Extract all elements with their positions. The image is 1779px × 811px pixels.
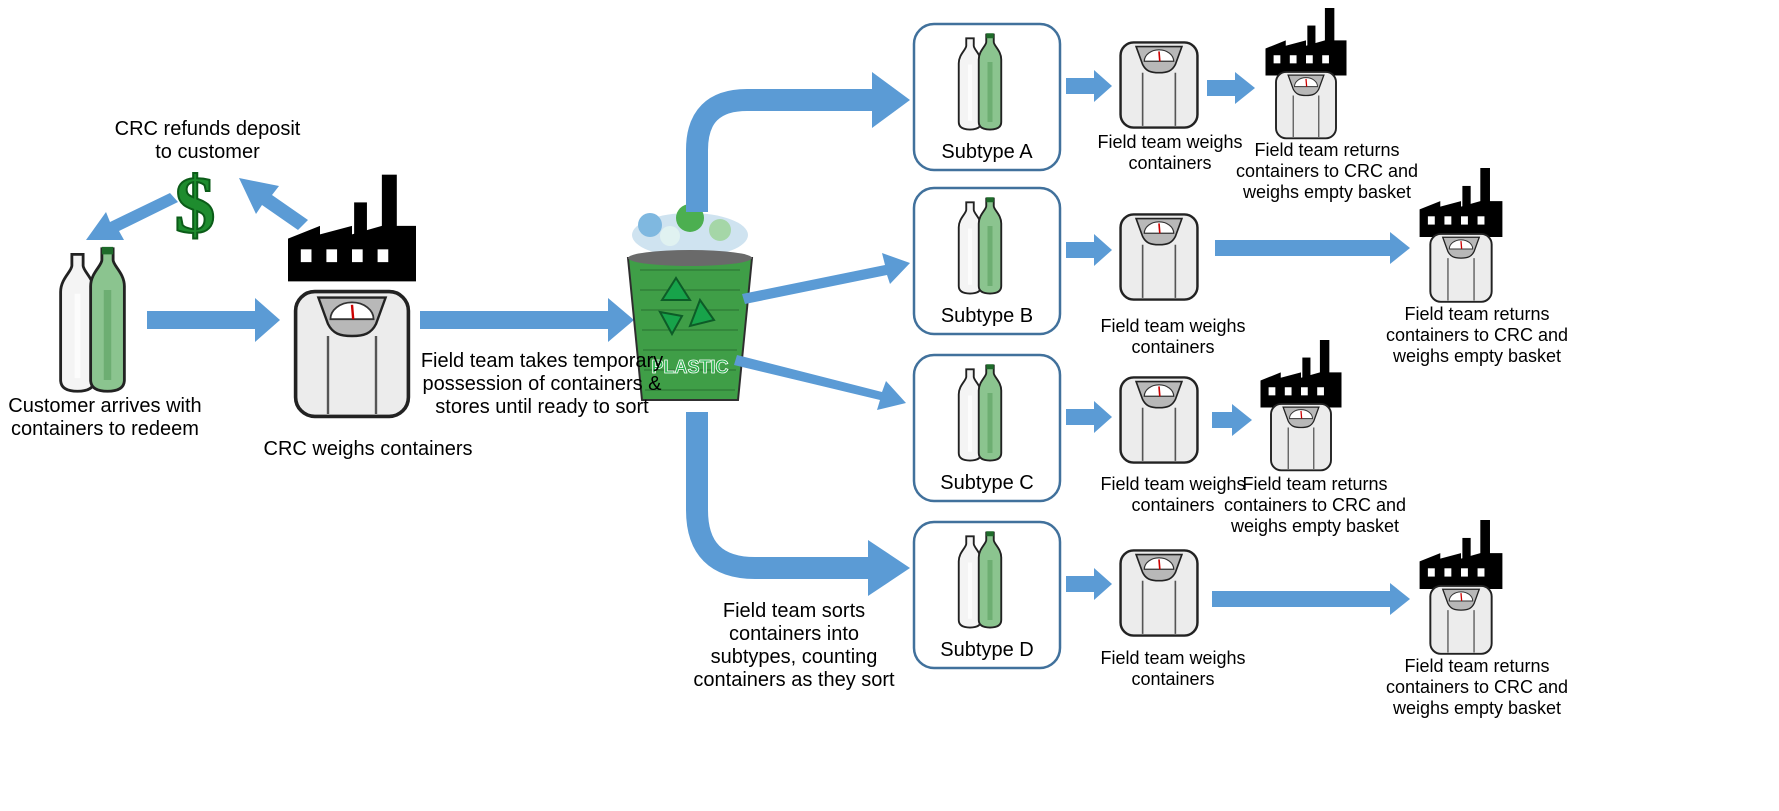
return-factory-icon: [1419, 520, 1503, 589]
arrow-bin-to-subtype-d: [686, 412, 910, 596]
crc-refund-label: CRC refunds deposit to customer: [114, 118, 301, 163]
arrow-box-to-scale: [1066, 576, 1096, 592]
return-factory-icon: [1265, 8, 1347, 76]
return-factory-icon: [1260, 340, 1342, 408]
arrow-crc-to-bin: [420, 298, 634, 342]
arrow-scale-to-return: [1207, 80, 1237, 96]
return-scale-icon: [1269, 402, 1333, 472]
arrow-scale-to-return: [1212, 591, 1392, 607]
subtype-label: Subtype B: [940, 305, 1034, 327]
field-sort-label: Field team sorts containers into subtype…: [693, 600, 895, 691]
arrow-bin-to-subtype-a: [686, 72, 910, 212]
field-scale-icon: [1119, 213, 1199, 301]
dollar-icon: $: [175, 159, 216, 250]
field-return-label: Field team returns containers to CRC and…: [1235, 140, 1419, 202]
arrow-bin-to-subtype-b: [742, 253, 910, 304]
field-weigh-label: Field team weighs containers: [1100, 648, 1246, 689]
return-scale-icon: [1428, 584, 1494, 656]
crc-weigh-label: CRC weighs containers: [263, 438, 473, 460]
field-take-label: Field team takes temporary possession of…: [420, 350, 664, 418]
return-scale-icon: [1428, 232, 1494, 304]
customer-bottles-icon: [61, 247, 125, 391]
field-return-label: Field team returns containers to CRC and…: [1385, 656, 1569, 718]
subtype-row: [912, 520, 1503, 670]
subtype-label: Subtype C: [940, 472, 1034, 494]
field-scale-icon: [1119, 41, 1199, 129]
subtype-label: Subtype D: [940, 639, 1034, 661]
field-return-label: Field team returns containers to CRC and…: [1223, 474, 1407, 536]
arrow-customer-to-crc: [147, 298, 280, 342]
subtype-label: Subtype A: [941, 141, 1033, 163]
field-weigh-label: Field team weighs containers: [1100, 316, 1246, 357]
arrow-bin-to-subtype-c: [734, 355, 906, 410]
arrow-crc-to-dollar: [239, 178, 308, 230]
field-return-label: Field team returns containers to CRC and…: [1385, 304, 1569, 366]
arrow-scale-to-return: [1212, 412, 1234, 428]
field-weigh-label: Field team weighs containers: [1097, 132, 1243, 173]
subtype-rows: [912, 8, 1503, 670]
field-scale-icon: [1119, 376, 1199, 464]
subtype-row: [912, 340, 1342, 503]
arrow-dollar-to-customer: [86, 193, 178, 240]
field-scale-icon: [1119, 549, 1199, 637]
subtype-row: [912, 8, 1347, 172]
arrow-box-to-scale: [1066, 242, 1096, 258]
customer-label: Customer arrives with containers to rede…: [8, 395, 202, 440]
arrow-box-to-scale: [1066, 409, 1096, 425]
return-scale-icon: [1274, 70, 1338, 140]
arrow-box-to-scale: [1066, 78, 1096, 94]
field-weigh-label: Field team weighs containers: [1100, 474, 1246, 515]
arrow-scale-to-return: [1215, 240, 1392, 256]
crc-scale-icon: [293, 289, 411, 419]
subtype-row: [912, 168, 1503, 336]
svg-text:PLASTIC: PLASTIC: [651, 357, 728, 377]
return-factory-icon: [1419, 168, 1503, 237]
crc-factory-icon: [288, 174, 416, 282]
